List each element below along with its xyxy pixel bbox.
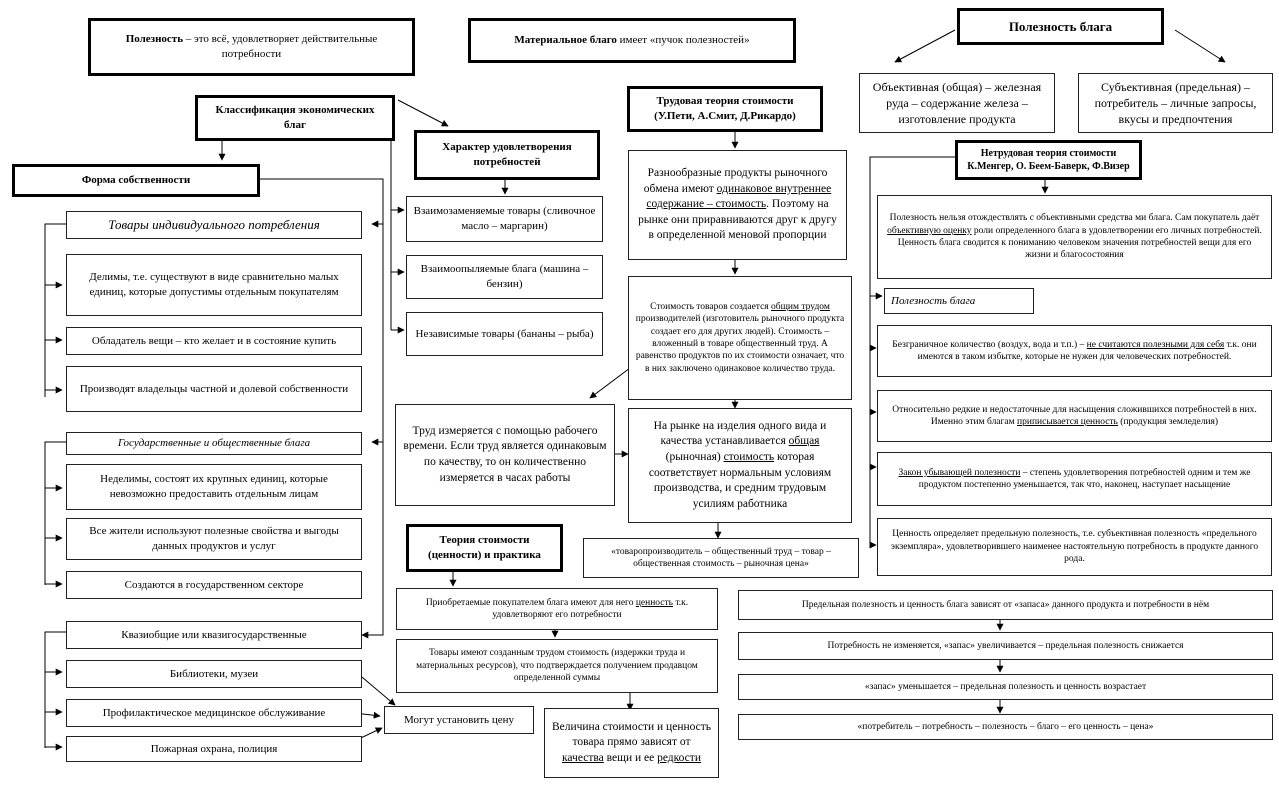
quasi-public-header: Квазиобщие или квазигосударственные [66,621,362,649]
individual-item-owner: Обладатель вещи – кто желает и в состоян… [66,327,362,355]
labor-theory-title: Трудовая теория стоимости (У.Пети, А.Сми… [627,86,823,132]
satisfaction-character-title: Характер удовлетворения потребностей [414,130,600,180]
public-item-state-sector: Создаются в государственном секторе [66,571,362,599]
individual-goods-header: Товары индивидуального потребления [66,211,362,239]
nonlabor-p4: Закон убывающей полезности – степень удо… [877,452,1272,506]
individual-item-divisible: Делимы, т.е. существуют в виде сравнител… [66,254,362,316]
subjective-utility-box: Субъективная (предельная) – потребитель … [1078,73,1273,133]
nonlabor-theory-title: Нетрудовая теория стоимости К.Менгер, О.… [955,140,1142,180]
nonlabor-p5: Ценность определяет предельную полезност… [877,518,1272,576]
material-good-box: Материальное благо имеет «пучок полезнос… [468,18,796,63]
nonlabor-utility-label: Полезность блага [884,288,1034,314]
satisfaction-item-substitutes: Взаимозаменяемые товары (сливочное масло… [406,196,603,242]
marginal-chain-1: Предельная полезность и ценность блага з… [738,590,1273,620]
practice-item-labor-cost: Товары имеют созданным трудом стоимость … [396,639,718,693]
public-item-indivisible: Неделимы, состоят их крупных единиц, кот… [66,464,362,510]
ownership-form-title: Форма собственности [12,164,260,197]
objective-utility-box: Объективная (общая) – железная руда – со… [859,73,1055,133]
utility-of-good-title: Полезность блага [957,8,1164,45]
public-goods-header: Государственные и общественные блага [66,432,362,455]
nonlabor-p3: Относительно редкие и недостаточные для … [877,390,1272,442]
quasi-item-fire-police: Пожарная охрана, полиция [66,736,362,762]
individual-item-producers: Производят владельцы частной и долевой с… [66,366,362,412]
nonlabor-p2: Безграничное количество (воздух, вода и … [877,325,1272,377]
nonlabor-p1: Полезность нельзя отождествлять с объект… [877,195,1272,279]
labor-theory-p2: Стоимость товаров создается общим трудом… [628,276,852,400]
quasi-item-libraries: Библиотеки, музеи [66,660,362,688]
can-set-price-box: Могут установить цену [384,706,534,734]
marginal-chain-2: Потребность не изменяется, «запас» увели… [738,632,1273,660]
usefulness-definition: Полезность – это всё, удовлетворяет дейс… [88,18,415,76]
labor-measured-box: Труд измеряется с помощью рабочего време… [395,404,615,506]
labor-theory-p1: Разнообразные продукты рыночного обмена … [628,150,847,260]
marginal-chain-3: «запас» уменьшается – предельная полезно… [738,674,1273,700]
classification-title: Классификация экономических благ [195,95,395,141]
public-item-use: Все жители используют полезные свойства … [66,518,362,560]
labor-theory-p3: На рынке на изделия одного вида и качест… [628,408,852,523]
practice-item-buyer: Приобретаемые покупателем блага имеют дл… [396,588,718,630]
satisfaction-item-independent: Независимые товары (бананы – рыба) [406,312,603,356]
quasi-item-medical: Профилактическое медицинское обслуживани… [66,699,362,727]
value-depends-box: Величина стоимости и ценность товара пря… [544,708,719,778]
satisfaction-item-complements: Взаимоопыляемые блага (машина – бензин) [406,255,603,299]
marginal-chain-4: «потребитель – потребность – полезность … [738,714,1273,740]
theory-practice-title: Теория стоимости (ценности) и практика [406,524,563,572]
labor-theory-chain: «товаропроизводитель – общественный труд… [583,538,859,578]
